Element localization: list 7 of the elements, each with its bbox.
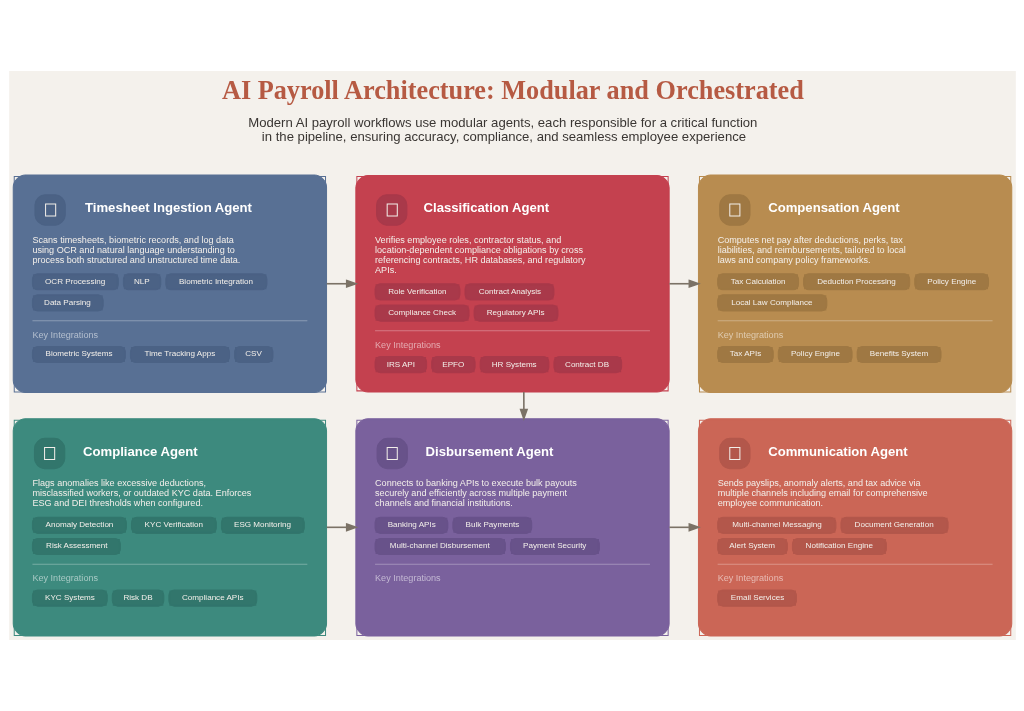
arrow [519,391,528,422]
arrow [325,279,358,289]
arrow [668,523,701,532]
arrow [325,523,358,532]
arrow [668,279,701,289]
diagram-title: AI Payroll Architecture: Modular and Orchestrated [221,76,804,106]
label: Modern AI payroll workflows use modular agents, each responsible for a critical function in the pipeline, ensuring accuracy, compliance, and seamless employee experience [247,114,757,145]
